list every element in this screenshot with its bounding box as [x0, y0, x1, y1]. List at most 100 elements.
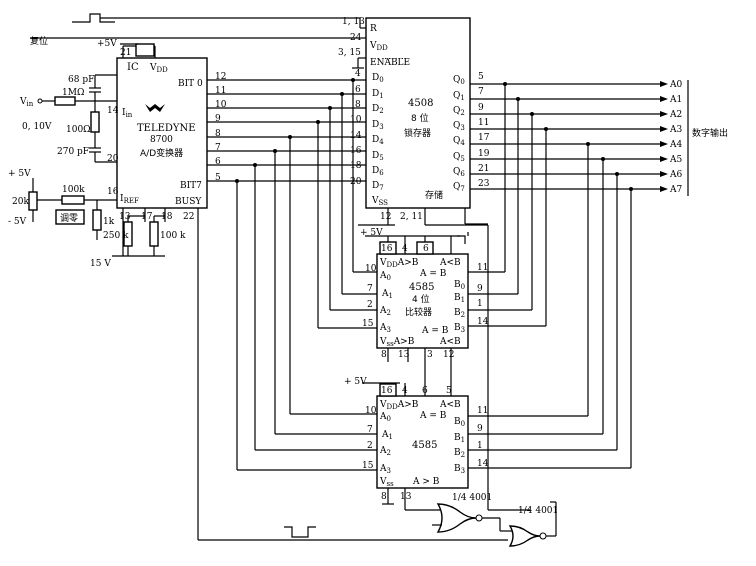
svg-text:7: 7 [478, 87, 484, 97]
svg-text:Vss: Vss [379, 477, 394, 488]
svg-text:5: 5 [215, 173, 221, 183]
svg-text:VDDA>B: VDDA>B [379, 400, 419, 411]
svg-text:A<B: A<B [439, 337, 461, 347]
svg-text:9: 9 [477, 284, 483, 294]
svg-text:A > B: A > B [412, 477, 440, 487]
latch-part: 4508 [408, 98, 433, 109]
r2-label: 100Ω [66, 125, 91, 135]
svg-text:A0: A0 [379, 412, 391, 423]
plus5v-top: +5V [97, 39, 117, 49]
r-100k [61, 195, 85, 205]
svg-text:B1: B1 [454, 433, 465, 444]
svg-text:A3: A3 [379, 323, 391, 334]
svg-text:Q3: Q3 [453, 121, 465, 132]
svg-text:23: 23 [478, 179, 490, 189]
c1-label: 68 pF [68, 75, 94, 85]
svg-text:B2: B2 [454, 308, 465, 319]
tune-box [55, 209, 85, 225]
out-a2: A2 [669, 110, 682, 120]
svg-text:Q2: Q2 [453, 106, 465, 117]
svg-text:18: 18 [350, 161, 362, 171]
plus5v-c2: + 5V [344, 377, 367, 387]
plus5v-c1: + 5V [360, 228, 383, 238]
nor-gate-1 [436, 503, 483, 533]
svg-text:3, 15: 3, 15 [338, 48, 361, 58]
svg-text:A = B: A = B [419, 269, 447, 279]
out-a0: A0 [669, 80, 682, 90]
minus15v-label: 15 V [90, 259, 111, 269]
latch-desc1: 8 位 [411, 112, 429, 124]
svg-text:10: 10 [365, 406, 377, 416]
svg-text:VSS: VSS [371, 196, 388, 207]
out-a7: A7 [669, 185, 682, 195]
comp1-desc2: 比较器 [405, 306, 432, 318]
adc-pin-vdd: VDD [149, 63, 168, 74]
svg-text:4: 4 [355, 69, 361, 79]
svg-text:D0: D0 [372, 73, 384, 84]
pot-20k[interactable] [28, 191, 38, 211]
svg-text:R: R [370, 24, 377, 34]
svg-text:Q1: Q1 [453, 91, 465, 102]
data-bus [207, 79, 366, 182]
svg-text:7: 7 [367, 425, 373, 435]
r-100k-b [149, 221, 159, 247]
svg-text:2: 2 [367, 441, 373, 451]
svg-text:ENABLE: ENABLE [370, 58, 410, 68]
svg-text:B0: B0 [454, 417, 465, 428]
svg-text:11: 11 [477, 406, 488, 416]
r4-label: 1k [103, 217, 115, 227]
svg-text:3: 3 [427, 350, 433, 360]
svg-text:VDDA>B: VDDA>B [379, 258, 419, 269]
svg-text:Q4: Q4 [453, 136, 465, 147]
svg-text:11: 11 [477, 263, 488, 273]
svg-text:14: 14 [350, 131, 362, 141]
svg-text:12: 12 [443, 350, 454, 360]
svg-text:B3: B3 [454, 464, 465, 475]
adc-model: 8700 [150, 135, 173, 145]
svg-text:A = B: A = B [419, 411, 447, 421]
svg-text:4: 4 [402, 244, 408, 254]
out-a4: A4 [669, 140, 682, 150]
out-a3: A3 [669, 125, 682, 135]
adc-pin-iin: Iin [122, 108, 133, 119]
svg-text:Q6: Q6 [453, 167, 465, 178]
svg-text:6: 6 [355, 85, 361, 95]
svg-text:7: 7 [367, 284, 373, 294]
svg-text:4: 4 [402, 386, 408, 396]
svg-text:20: 20 [107, 154, 119, 164]
svg-text:A<B: A<B [439, 258, 461, 268]
svg-text:1, 13: 1, 13 [342, 17, 365, 27]
svg-text:A2: A2 [379, 446, 391, 457]
svg-text:18: 18 [161, 212, 173, 222]
svg-text:15: 15 [362, 319, 374, 329]
svg-text:1: 1 [477, 299, 483, 309]
svg-text:11: 11 [478, 118, 489, 128]
comp2-part: 4585 [412, 440, 437, 451]
svg-text:20: 20 [350, 177, 362, 187]
svg-text:2, 11: 2, 11 [400, 212, 423, 222]
svg-text:17: 17 [478, 133, 490, 143]
adc-pin-iref: IREF [120, 194, 139, 205]
r1-label: 1MΩ [62, 88, 84, 98]
svg-text:8: 8 [215, 129, 221, 139]
c2-label: 270 pF [57, 147, 89, 157]
svg-text:VssA>B: VssA>B [379, 337, 415, 348]
latch-store: 存储 [425, 189, 443, 201]
svg-text:13: 13 [119, 212, 131, 222]
svg-text:B1: B1 [454, 293, 465, 304]
adc-pin-ic: IC [127, 62, 139, 73]
svg-text:8: 8 [381, 350, 387, 360]
svg-text:D7: D7 [372, 181, 384, 192]
svg-text:A1: A1 [381, 289, 393, 300]
svg-text:6: 6 [423, 244, 429, 254]
svg-text:D3: D3 [372, 120, 384, 131]
svg-text:B3: B3 [454, 323, 465, 334]
comparator-1: VDDA>B A<B A = B A0 B0 A1 B1 A2 B2 A3 B3… [376, 253, 469, 349]
svg-text:13: 13 [400, 492, 412, 502]
svg-text:8: 8 [381, 492, 387, 502]
plus5v-left: + 5V [8, 169, 31, 179]
svg-text:10: 10 [365, 264, 377, 274]
svg-text:6: 6 [215, 157, 221, 167]
adc-brand: TELEDYNE [137, 123, 196, 134]
